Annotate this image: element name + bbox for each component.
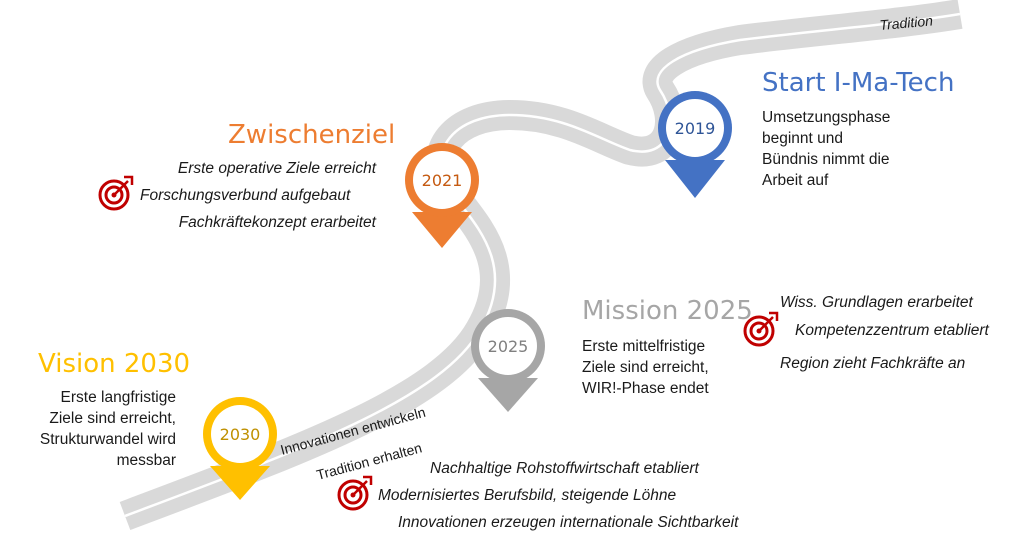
- milestone-2025-description: Erste mittelfristige Ziele sind erreicht…: [582, 336, 709, 399]
- milestone-2021-goal: Fachkräftekonzept erarbeitet: [178, 214, 376, 231]
- description-line: Bündnis nimmt die: [762, 151, 890, 168]
- road-end-label: Tradition: [879, 12, 934, 33]
- milestone-2021-goal: Forschungsverbund aufgebaut: [140, 187, 351, 204]
- description-line: WIR!-Phase endet: [582, 380, 709, 397]
- description-line: messbar: [116, 452, 176, 469]
- milestone-2019-description: Umsetzungsphase beginnt und Bündnis nimm…: [762, 107, 890, 191]
- milestone-2030-description: Erste langfristige Ziele sind erreicht, …: [40, 387, 176, 471]
- milestone-2021-title: Zwischenziel: [228, 120, 396, 150]
- target-icon: [743, 311, 779, 347]
- pin-year-2030: 2030: [220, 425, 261, 444]
- milestone-2030-goal: Modernisiertes Berufsbild, steigende Löh…: [378, 487, 677, 504]
- milestone-2030-goal: Nachhaltige Rohstoffwirtschaft etabliert: [430, 460, 699, 477]
- milestone-2021-goal: Erste operative Ziele erreicht: [177, 160, 376, 177]
- description-line: Erste mittelfristige: [582, 338, 706, 355]
- pin-year-2021: 2021: [422, 171, 463, 190]
- milestone-2030-title: Vision 2030: [38, 349, 191, 379]
- description-line: Ziele sind erreicht,: [582, 359, 709, 376]
- pin-year-2025: 2025: [488, 337, 529, 356]
- milestone-2030-goal: Innovationen erzeugen internationale Sic…: [398, 514, 739, 531]
- milestone-2025-goal: Kompetenzzentrum etabliert: [795, 322, 989, 339]
- milestone-2019-title: Start I-Ma-Tech: [762, 68, 955, 98]
- description-line: Strukturwandel wird: [39, 431, 176, 448]
- map-pin-icon: 2019: [658, 91, 732, 198]
- map-pin-icon: 2025: [471, 309, 545, 412]
- description-line: Umsetzungsphase: [762, 109, 891, 126]
- description-line: beginnt und: [762, 130, 844, 147]
- description-line: Erste langfristige: [60, 389, 176, 406]
- map-pin-icon: 2030: [203, 397, 277, 500]
- target-icon: [98, 175, 134, 211]
- pin-year-2019: 2019: [675, 119, 716, 138]
- milestone-2025-title: Mission 2025: [582, 296, 753, 326]
- milestone-2025-goal: Region zieht Fachkräfte an: [780, 355, 966, 372]
- description-line: Arbeit auf: [762, 172, 829, 189]
- milestone-2025-goal: Wiss. Grundlagen erarbeitet: [780, 294, 973, 311]
- road-center-line: [124, 12, 961, 518]
- target-icon: [337, 475, 373, 511]
- map-pin-icon: 2021: [405, 143, 479, 248]
- description-line: Ziele sind erreicht,: [49, 410, 176, 427]
